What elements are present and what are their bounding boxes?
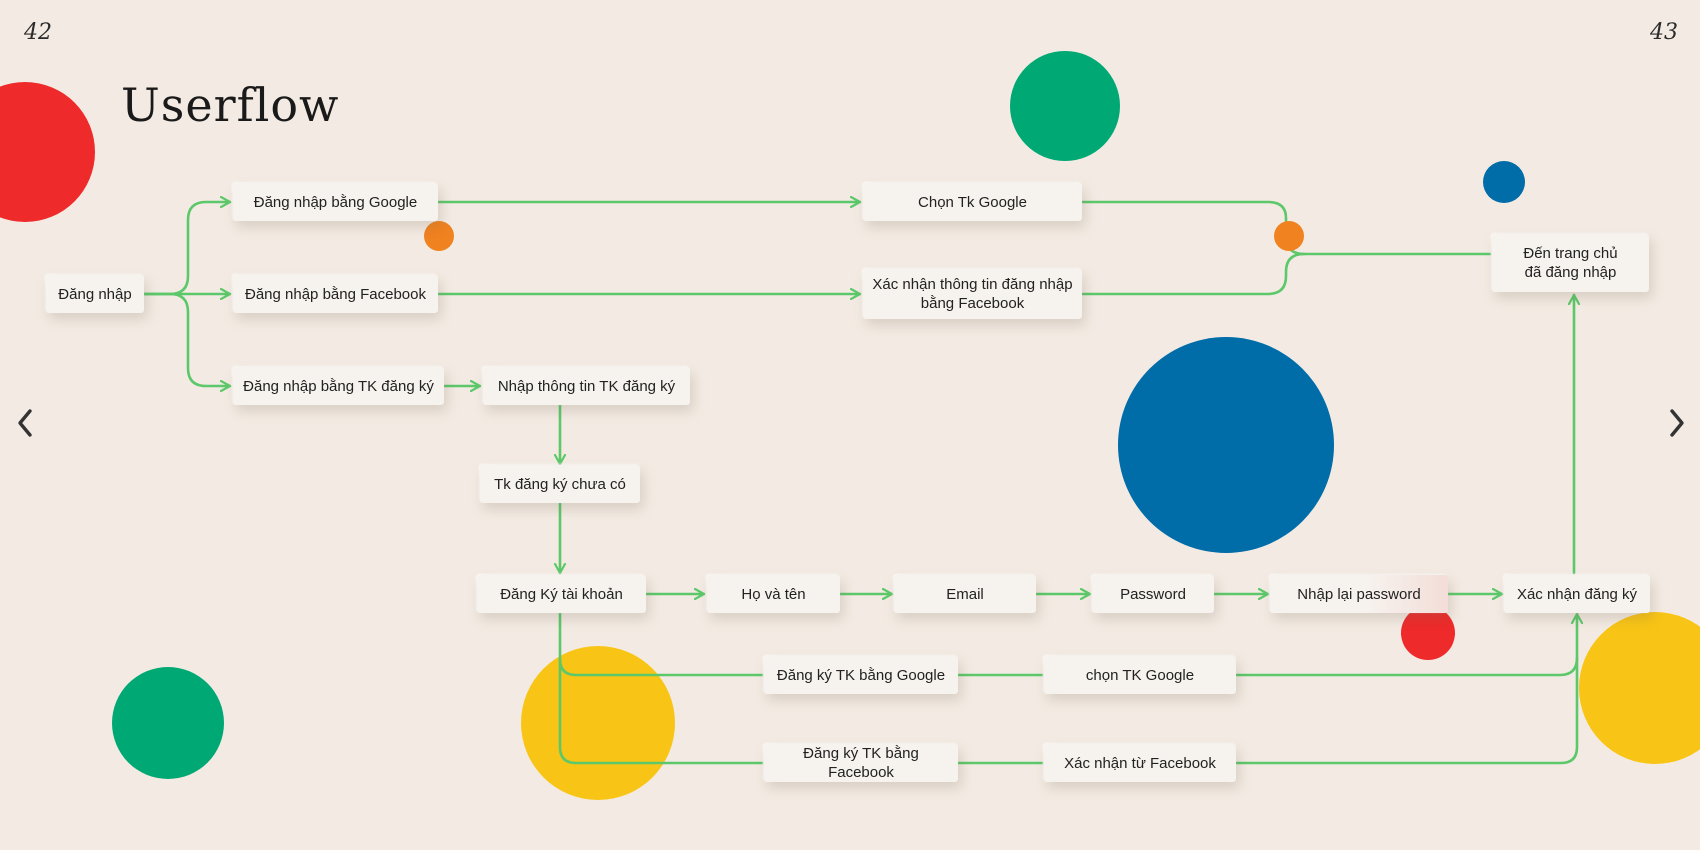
- node-repeat-password: Nhập lại password: [1270, 575, 1448, 613]
- page-number-right: 43: [1650, 20, 1678, 45]
- chevron-right-icon: [1670, 409, 1684, 437]
- blue-circle-small: [1483, 161, 1525, 203]
- edge-register-facebook-branch: [558, 657, 764, 765]
- chevron-left-icon: [18, 409, 32, 437]
- node-confirm-register: Xác nhận đăng ký: [1504, 575, 1650, 613]
- node-email: Email: [894, 575, 1036, 613]
- green-circle-top: [1010, 51, 1120, 161]
- page-number-left: 42: [24, 20, 52, 45]
- prev-slide-button[interactable]: [10, 405, 40, 441]
- node-confirm-from-facebook: Xác nhận từ Facebook: [1044, 744, 1236, 782]
- node-account-missing: Tk đăng ký chưa có: [480, 465, 640, 503]
- red-circle-large: [0, 82, 95, 222]
- node-login-facebook: Đăng nhập bằng Facebook: [233, 275, 438, 313]
- red-circle-small: [1401, 606, 1455, 660]
- blue-circle-large: [1118, 337, 1334, 553]
- next-slide-button[interactable]: [1662, 405, 1692, 441]
- orange-dot-right: [1274, 221, 1304, 251]
- node-login: Đăng nhập: [46, 275, 144, 313]
- node-login-google: Đăng nhập bằng Google: [233, 183, 438, 221]
- node-register-facebook: Đăng ký TK bằng Facebook: [764, 744, 958, 782]
- node-home: Đến trang chủ đã đăng nhập: [1492, 234, 1649, 292]
- node-pick-google: chọn TK Google: [1044, 656, 1236, 694]
- yellow-circle-right: [1579, 612, 1700, 764]
- edge-confirm-home: [1080, 252, 1306, 296]
- node-register-google: Đăng ký TK bằng Google: [764, 656, 958, 694]
- edge-login-account: [142, 292, 232, 386]
- green-circle-bottom: [112, 667, 224, 779]
- page-title: Userflow: [121, 78, 340, 132]
- edge-confirmfrom-confirm: [1234, 656, 1579, 765]
- orange-dot-left: [424, 221, 454, 251]
- node-confirm-facebook: Xác nhận thông tin đăng nhập bằng Facebo…: [863, 269, 1082, 319]
- node-full-name: Họ và tên: [707, 575, 840, 613]
- node-enter-account: Nhập thông tin TK đăng ký: [483, 367, 690, 405]
- node-choose-google: Chọn Tk Google: [863, 183, 1082, 221]
- node-login-account: Đăng nhập bằng TK đăng ký: [233, 367, 444, 405]
- node-password: Password: [1092, 575, 1214, 613]
- node-register: Đăng Ký tài khoản: [477, 575, 646, 613]
